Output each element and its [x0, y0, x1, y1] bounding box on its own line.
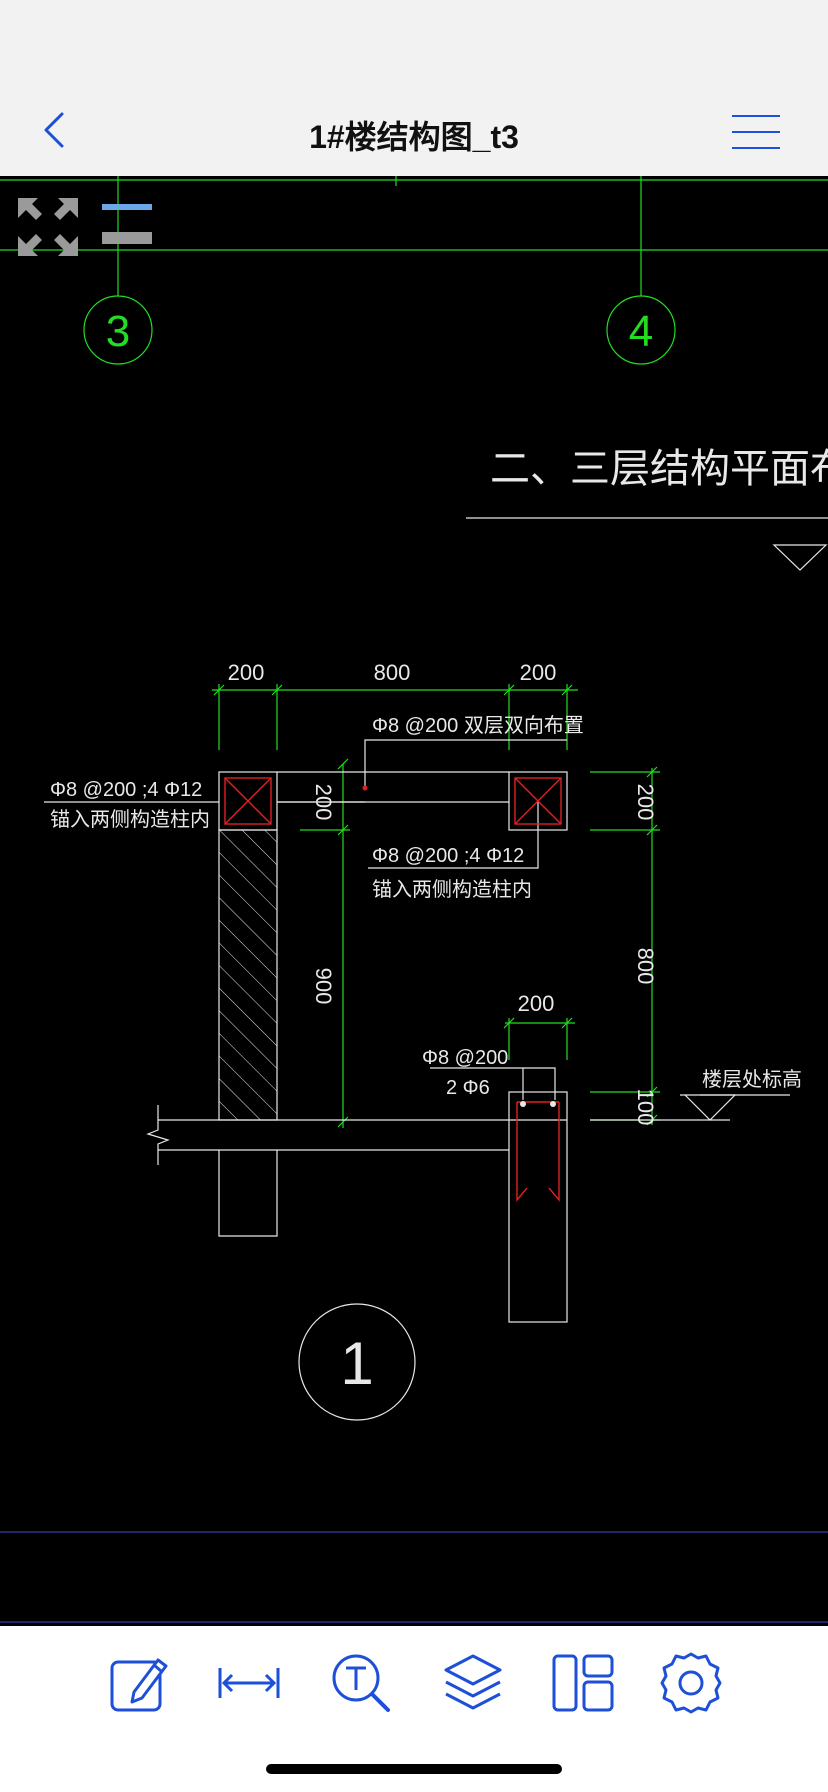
- dim-text: 200: [518, 991, 555, 1016]
- page-title: 1#楼结构图_t3: [309, 119, 519, 155]
- rebar-detail: [224, 777, 562, 1202]
- measure-icon[interactable]: [214, 1648, 284, 1718]
- app-header: 1#楼结构图_t3: [0, 0, 828, 177]
- axis-label-4: 4: [629, 307, 653, 356]
- dim-text: 200: [633, 784, 658, 821]
- floor-elevation-label: 楼层处标高: [702, 1068, 802, 1091]
- text-search-icon[interactable]: [326, 1648, 396, 1718]
- detail-number: 1: [340, 1330, 373, 1397]
- detail-bubble: [298, 1303, 416, 1421]
- axis-bubble-3: [83, 295, 153, 365]
- note-beam-2: 2 Φ6: [446, 1077, 490, 1099]
- dim-text: 100: [633, 1089, 658, 1126]
- edit-icon[interactable]: [104, 1648, 174, 1718]
- chevron-left-icon[interactable]: [36, 104, 76, 156]
- dim-text: 200: [228, 660, 265, 685]
- structure-outline: [44, 739, 790, 1323]
- note-beam-1: Φ8 @200: [422, 1047, 508, 1069]
- layout-icon[interactable]: [548, 1648, 618, 1718]
- note-slab: Φ8 @200 双层双向布置: [372, 714, 584, 737]
- home-indicator: [266, 1764, 562, 1774]
- drawing-canvas[interactable]: 3 4 二、三层结构平面布置: [0, 176, 828, 1626]
- note-left-1: Φ8 @200 ;4 Φ12: [50, 779, 202, 801]
- canvas-tools: [0, 176, 180, 276]
- dim-text: 900: [311, 968, 336, 1005]
- fit-screen-icon[interactable]: [16, 196, 80, 258]
- dim-text: 200: [520, 660, 557, 685]
- note-left-2: 锚入两侧构造柱内: [50, 808, 210, 831]
- note-mid-2: 锚入两侧构造柱内: [372, 878, 532, 901]
- dim-text: 800: [374, 660, 411, 685]
- axis-bubble-4: [606, 295, 676, 365]
- note-mid-1: Φ8 @200 ;4 Φ12: [372, 845, 524, 867]
- plan-title: 二、三层结构平面布置: [490, 446, 828, 492]
- dimension-lines: [212, 684, 660, 1128]
- axis-grid: [0, 176, 828, 365]
- bottom-toolbar: [0, 1626, 828, 1792]
- layers-icon[interactable]: [438, 1648, 508, 1718]
- menu-icon[interactable]: [728, 112, 784, 152]
- layer-bars-icon[interactable]: [100, 202, 156, 250]
- dim-text: 800: [633, 948, 658, 985]
- axis-label-3: 3: [106, 307, 130, 356]
- settings-icon[interactable]: [656, 1648, 726, 1718]
